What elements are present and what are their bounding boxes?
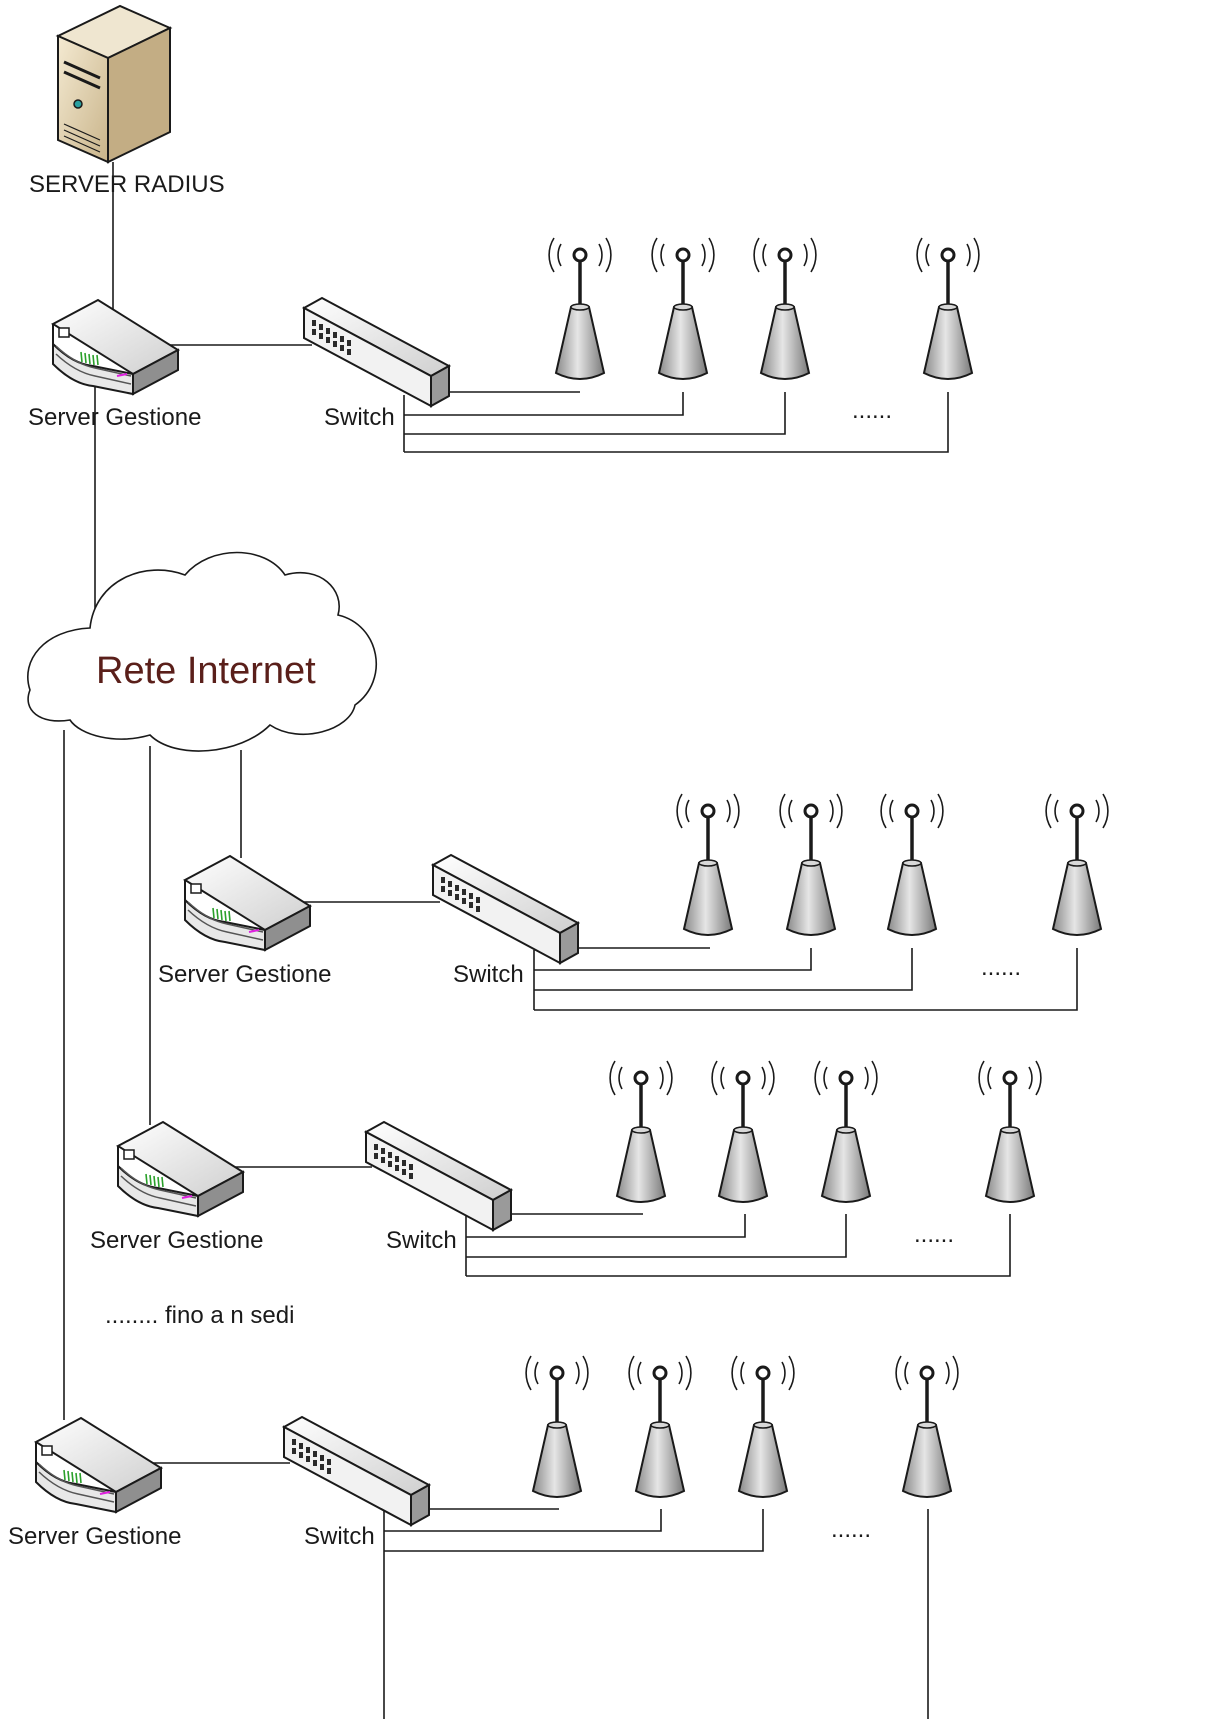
wireless-access-point-icon bbox=[524, 1354, 590, 1499]
wireless-access-point-icon bbox=[710, 1059, 776, 1204]
wireless-access-point-icon bbox=[879, 792, 945, 937]
switch-label: Switch bbox=[324, 404, 395, 431]
radius-server: SERVER RADIUS bbox=[29, 4, 225, 198]
switch-icon bbox=[303, 297, 450, 407]
server-tower-icon bbox=[55, 4, 173, 164]
switch-icon bbox=[432, 854, 579, 964]
radius-server-label: SERVER RADIUS bbox=[29, 171, 225, 198]
more-access-points-ellipsis: ...... bbox=[981, 954, 1021, 981]
server-gestione-label: Server Gestione bbox=[90, 1227, 263, 1254]
internet-label: Rete Internet bbox=[96, 650, 316, 692]
wireless-access-point-icon bbox=[778, 792, 844, 937]
wireless-access-point-icon bbox=[915, 236, 981, 381]
wireless-access-point-icon bbox=[650, 236, 716, 381]
switch-icon bbox=[283, 1416, 430, 1526]
wireless-access-point-icon bbox=[752, 236, 818, 381]
site-4: Server Gestione Switch ...... bbox=[8, 1354, 960, 1550]
n-sites-note: ........ fino a n sedi bbox=[105, 1302, 294, 1329]
switch-label: Switch bbox=[386, 1227, 457, 1254]
router-icon bbox=[52, 299, 179, 395]
wireless-access-point-icon bbox=[627, 1354, 693, 1499]
wireless-access-point-icon bbox=[730, 1354, 796, 1499]
site-2: Server Gestione Switch ...... bbox=[158, 792, 1110, 988]
internet-cloud: Rete Internet bbox=[27, 551, 378, 752]
wireless-access-point-icon bbox=[813, 1059, 879, 1204]
wireless-access-point-icon bbox=[894, 1354, 960, 1499]
router-icon bbox=[184, 855, 311, 951]
site-3: Server Gestione Switch ...... bbox=[90, 1059, 1043, 1254]
more-access-points-ellipsis: ...... bbox=[914, 1221, 954, 1248]
wireless-access-point-icon bbox=[675, 792, 741, 937]
wireless-access-point-icon bbox=[1044, 792, 1110, 937]
switch-label: Switch bbox=[453, 961, 524, 988]
router-icon bbox=[35, 1417, 162, 1513]
server-gestione-label: Server Gestione bbox=[28, 404, 201, 431]
wireless-access-point-icon bbox=[977, 1059, 1043, 1204]
wires bbox=[63, 162, 1078, 1719]
more-access-points-ellipsis: ...... bbox=[852, 397, 892, 424]
server-gestione-label: Server Gestione bbox=[158, 961, 331, 988]
more-access-points-ellipsis: ...... bbox=[831, 1516, 871, 1543]
site-1: Server Gestione Switch ...... bbox=[28, 236, 981, 431]
server-gestione-label: Server Gestione bbox=[8, 1523, 181, 1550]
wireless-access-point-icon bbox=[547, 236, 613, 381]
wireless-access-point-icon bbox=[608, 1059, 674, 1204]
switch-icon bbox=[365, 1121, 512, 1231]
switch-label: Switch bbox=[304, 1523, 375, 1550]
router-icon bbox=[117, 1121, 244, 1217]
cloud-icon bbox=[27, 551, 378, 752]
